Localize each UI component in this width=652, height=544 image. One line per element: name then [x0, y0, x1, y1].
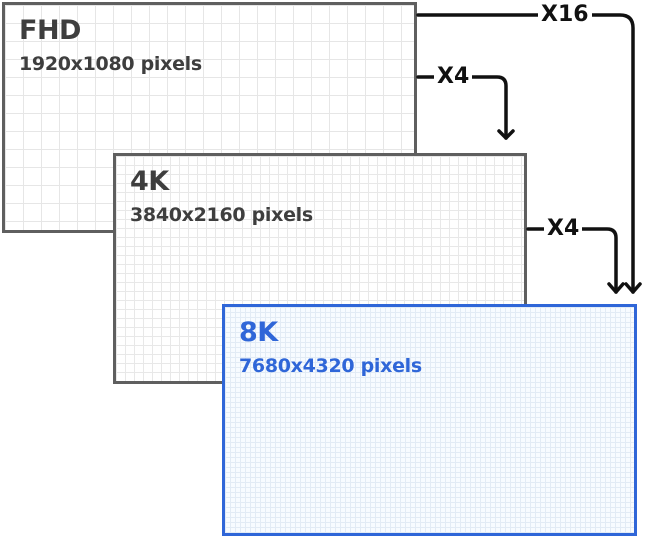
arrow-fhd-to-4k: [416, 75, 508, 140]
label-x4-4k-8k: X4: [544, 216, 583, 242]
arrow-fhd-to-8k: [416, 13, 635, 294]
4k-resolution: 3840x2160 pixels: [130, 204, 313, 226]
arrowhead-fhd-to-4k: [497, 129, 515, 140]
8k-resolution-box: 8K 7680x4320 pixels: [222, 304, 637, 536]
4k-title: 4K: [130, 166, 169, 197]
fhd-title: FHD: [19, 15, 81, 46]
fhd-resolution: 1920x1080 pixels: [19, 53, 202, 75]
fhd-resolution-box: FHD 1920x1080 pixels: [2, 2, 417, 233]
label-x4-fhd-4k: X4: [434, 64, 473, 90]
label-x16: X16: [538, 2, 592, 28]
arrowhead-4k-to-8k: [607, 282, 625, 294]
arrow-4k-to-8k: [526, 227, 618, 294]
arrowhead-fhd-to-8k: [624, 282, 642, 294]
8k-resolution: 7680x4320 pixels: [239, 355, 422, 377]
8k-title: 8K: [239, 317, 278, 348]
